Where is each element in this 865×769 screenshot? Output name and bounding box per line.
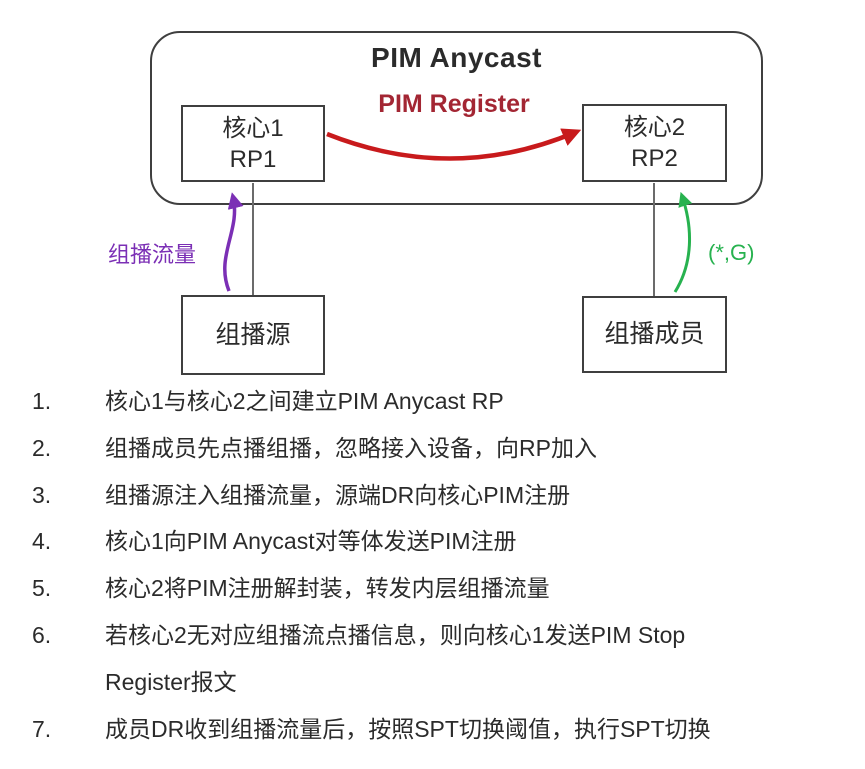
diagram-title: PIM Anycast (371, 42, 542, 73)
node-core2-rp: RP2 (631, 145, 678, 172)
multicast-traffic-arrow (223, 192, 244, 292)
step-text: 组播源注入组播流量，源端DR向核心PIM注册 (105, 481, 571, 508)
node-core1-name: 核心1 (222, 114, 284, 142)
step-number: 2. (32, 434, 52, 461)
step-item-2: 2. 组播成员先点播组播，忽略接入设备，向RP加入 (0, 425, 865, 472)
step-item-5: 5. 核心2将PIM注册解封装，转发内层组播流量 (0, 565, 865, 612)
pim-anycast-container-box (150, 31, 763, 205)
step-item-3: 3. 组播源注入组播流量，源端DR向核心PIM注册 (0, 472, 865, 519)
step-text: 若核心2无对应组播流点播信息，则向核心1发送PIM Stop Register报… (105, 621, 686, 695)
step-text: 组播成员先点播组播，忽略接入设备，向RP加入 (105, 434, 597, 461)
step-number: 6. (32, 621, 52, 648)
step-item-7: 7. 成员DR收到组播流量后，按照SPT切换阈值，执行SPT切换 (0, 706, 865, 753)
node-member-label: 组播成员 (604, 320, 705, 348)
step-item-1: 1. 核心1与核心2之间建立PIM Anycast RP (0, 378, 865, 425)
star-g-label: (*,G) (708, 240, 755, 265)
pim-register-label: PIM Register (378, 90, 530, 118)
step-text: 核心1向PIM Anycast对等体发送PIM注册 (105, 528, 517, 555)
step-number: 3. (32, 481, 52, 508)
node-multicast-member: 组播成员 (582, 296, 727, 373)
step-number: 7. (32, 715, 52, 742)
node-core2-name: 核心2 (623, 114, 686, 141)
step-number: 5. (32, 575, 52, 602)
star-g-join-arrow (673, 191, 693, 293)
step-number: 4. (32, 528, 52, 555)
node-core2-rp2: 核心2 RP2 (582, 104, 727, 182)
step-text: 核心1与核心2之间建立PIM Anycast RP (105, 388, 504, 414)
step-text: 核心2将PIM注册解封装，转发内层组播流量 (105, 575, 550, 602)
node-multicast-source: 组播源 (181, 295, 325, 375)
step-text: 成员DR收到组播流量后，按照SPT切换阈值，执行SPT切换 (105, 715, 711, 742)
step-item-6: 6. 若核心2无对应组播流点播信息，则向核心1发送PIM Stop Regist… (0, 612, 865, 706)
node-core1-rp1: 核心1 RP1 (181, 105, 325, 182)
multicast-traffic-label: 组播流量 (108, 242, 197, 267)
node-core1-rp: RP1 (229, 145, 277, 173)
step-item-4: 4. 核心1向PIM Anycast对等体发送PIM注册 (0, 518, 865, 565)
pim-register-arrow (326, 128, 582, 161)
step-number: 1. (32, 388, 52, 414)
steps-list: 1. 核心1与核心2之间建立PIM Anycast RP 2. 组播成员先点播组… (0, 378, 865, 752)
node-source-label: 组播源 (215, 320, 291, 349)
